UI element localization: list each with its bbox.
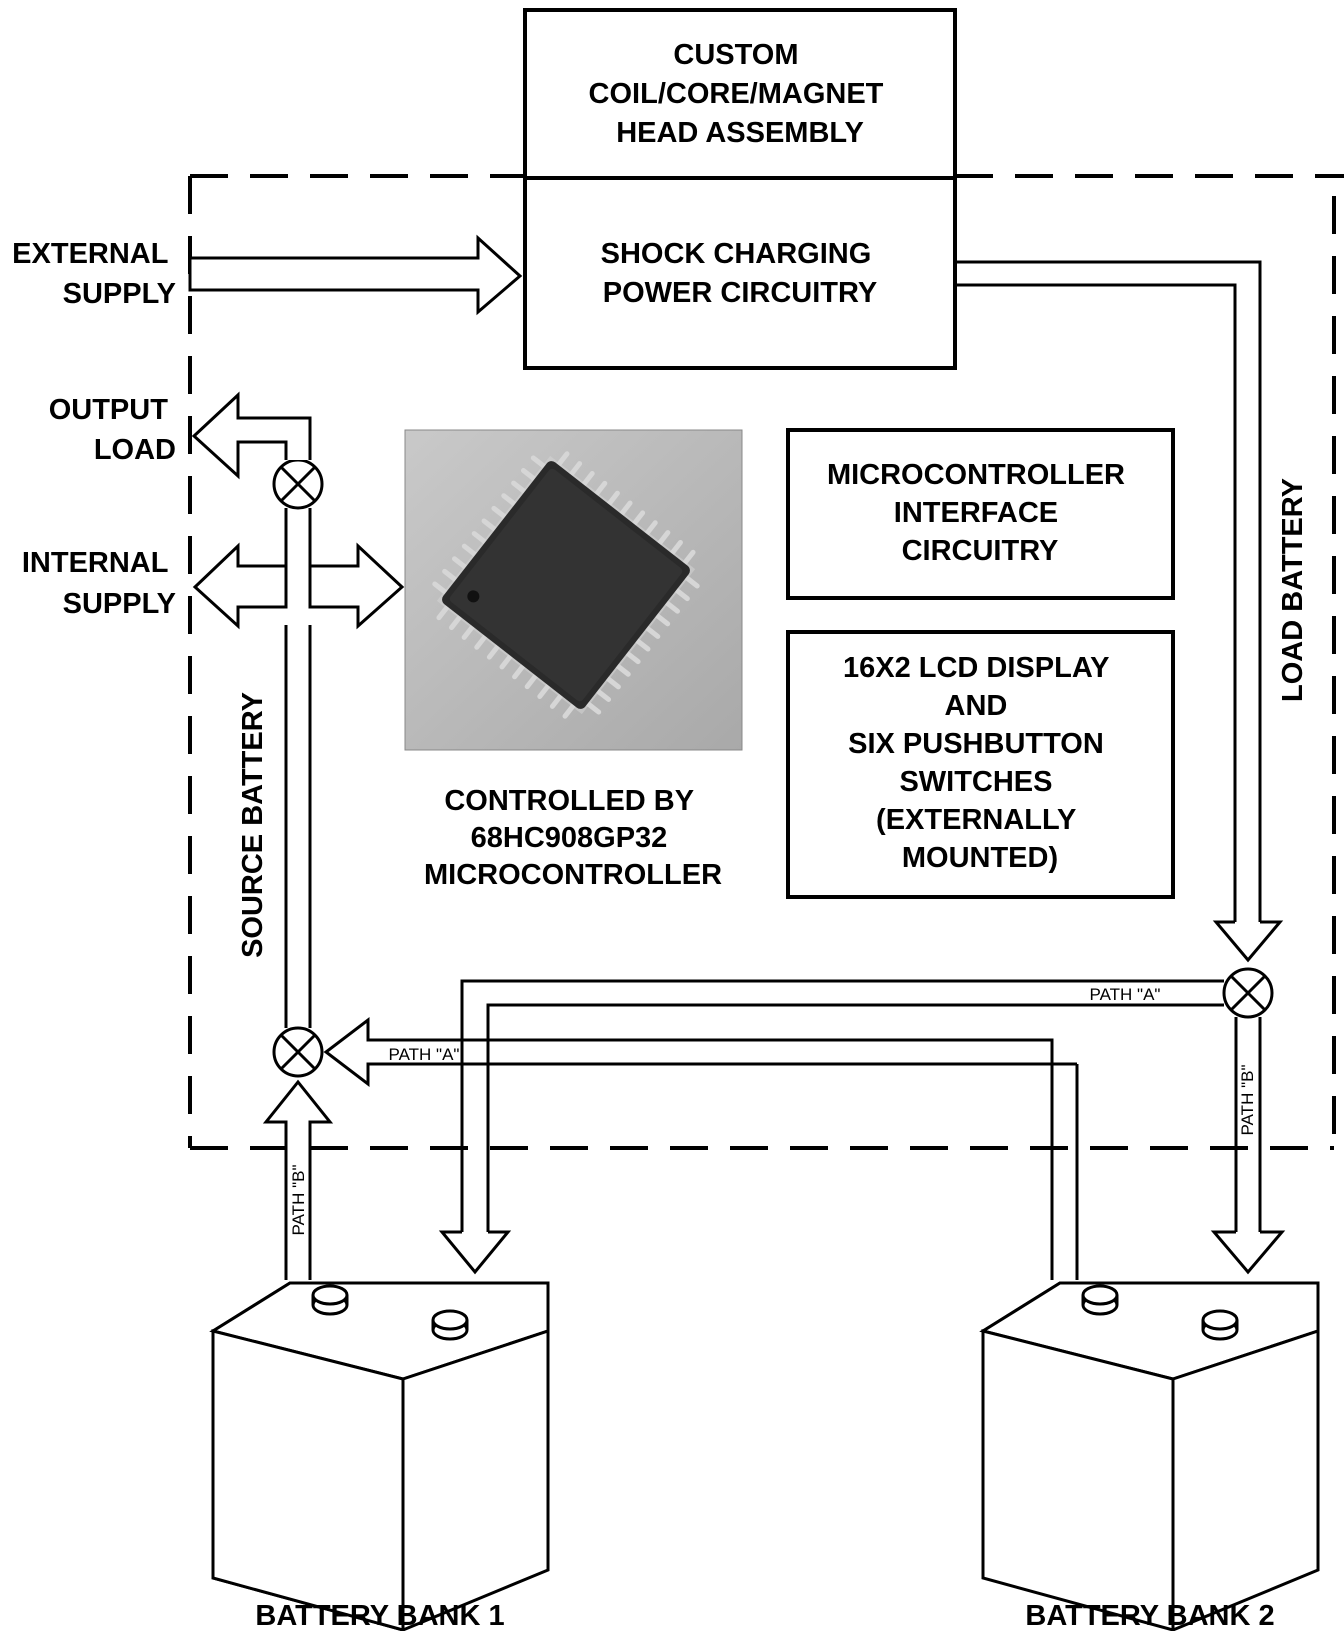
controlled-by-label: CONTROLLED BY 68HC908GP32 MICROCONTROLLE… <box>424 785 722 891</box>
lcd-display-label: 16X2 LCD DISPLAY AND SIX PUSHBUTTON SWIT… <box>843 652 1117 874</box>
path-a-right-bus <box>438 979 1224 1275</box>
junction-cross-icon <box>272 458 324 510</box>
source-battery-bus <box>284 625 312 1028</box>
power-circuitry-label: SHOCK CHARGING POWER CIRCUITRY <box>601 238 880 309</box>
internal-supply-label: INTERNAL SUPPLY <box>22 547 176 620</box>
enclosure-boundary <box>188 174 1344 1150</box>
lcd-display-block <box>786 630 1175 899</box>
internal-supply-arrow <box>192 508 405 630</box>
power-circuitry-block <box>523 176 957 370</box>
battery-icon <box>979 1281 1320 1631</box>
path-a-left-bus <box>323 1016 1079 1280</box>
battery-bank-1-label: BATTERY BANK 1 <box>255 1600 504 1631</box>
battery-icon <box>209 1281 550 1631</box>
load-battery-label: LOAD BATTERY <box>1277 478 1309 702</box>
interface-circuitry-block <box>786 428 1175 600</box>
head-assembly-block <box>523 8 957 180</box>
path-b-right-arrow <box>1210 1017 1286 1275</box>
output-load-label: OUTPUT LOAD <box>49 394 176 466</box>
source-battery-label: SOURCE BATTERY <box>237 692 269 958</box>
path-b-right-label: PATH "B" <box>1238 1065 1257 1136</box>
microcontroller-chip-photo <box>404 429 743 751</box>
path-b-left-arrow <box>262 1079 334 1280</box>
external-supply-arrow <box>188 234 523 316</box>
path-a-right-label: PATH "A" <box>1090 985 1161 1004</box>
junction-cross-icon <box>1222 967 1274 1019</box>
external-supply-label: EXTERNAL SUPPLY <box>12 238 176 310</box>
path-b-left-label: PATH "B" <box>289 1165 308 1236</box>
junction-cross-icon <box>272 1026 324 1078</box>
output-load-arrow <box>191 391 312 480</box>
battery-bank-2-label: BATTERY BANK 2 <box>1025 1600 1274 1631</box>
head-assembly-label: CUSTOM COIL/CORE/MAGNET HEAD ASSEMBLY <box>589 39 892 149</box>
path-a-left-label: PATH "A" <box>389 1045 460 1064</box>
interface-circuitry-label: MICROCONTROLLER INTERFACE CIRCUITRY <box>827 459 1133 567</box>
load-battery-bus <box>955 260 1284 963</box>
